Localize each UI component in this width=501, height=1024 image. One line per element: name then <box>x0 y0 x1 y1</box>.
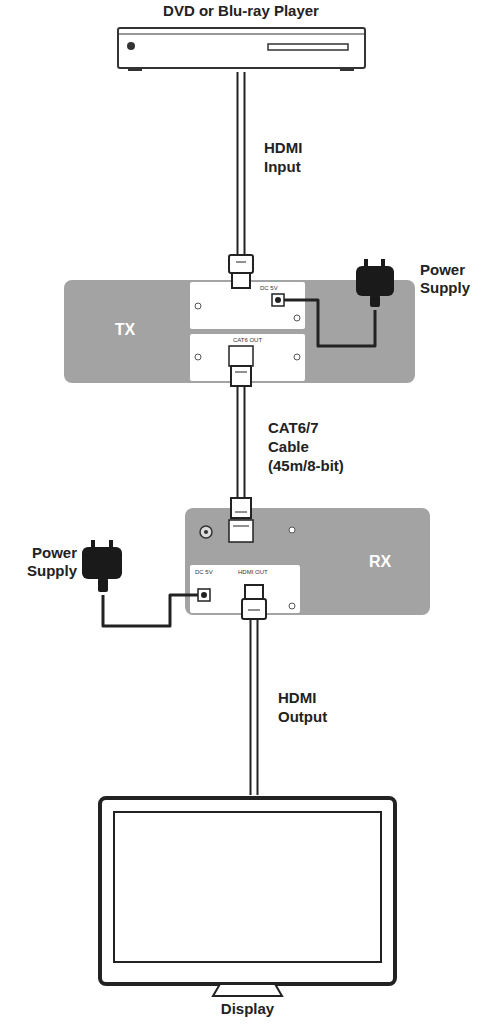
rx-housing <box>185 508 430 615</box>
power-cord <box>305 300 375 346</box>
hdmi-plug <box>229 255 253 288</box>
power-adapter <box>356 259 394 307</box>
port-panel: DC 5V HDMI OUT <box>190 565 300 613</box>
receiver-box: RX DC 5V HDMI OUT <box>185 508 430 615</box>
ir-eye <box>200 526 212 538</box>
dc-jack <box>190 589 210 601</box>
hdmi-plug <box>242 585 266 619</box>
port-name: HDMI OUT <box>238 569 283 576</box>
cable-stroke <box>252 613 257 795</box>
port-name: CAT6 OUT <box>210 337 285 344</box>
cable-label: HDMI Input <box>262 138 328 176</box>
device-title: DVD or Blu-ray Player <box>110 2 372 20</box>
cable-stroke <box>239 72 244 282</box>
dc-jack <box>272 294 305 306</box>
power-adapter <box>82 540 122 592</box>
player-node: DVD or Blu-ray Player <box>110 2 372 72</box>
signal-cable <box>254 613 255 795</box>
signal-cable <box>241 72 242 282</box>
unit-name: RX <box>355 552 405 571</box>
display-node: Display <box>95 795 400 1022</box>
power-cord <box>103 595 190 626</box>
cable-stroke <box>305 300 375 346</box>
port-name: DC 5V <box>260 285 302 292</box>
port-panel: DC 5V <box>190 282 305 329</box>
tx-housing <box>64 280 415 383</box>
dvd-player <box>118 28 365 71</box>
cable-stroke <box>237 72 246 282</box>
cable-stroke <box>237 381 246 508</box>
power-supply-label: Power Supply <box>420 261 484 297</box>
transmitter-box: TX DC 5V CAT6 OUT <box>64 280 415 383</box>
power-supply-node: Power Supply <box>3 536 135 595</box>
cable-stroke <box>239 381 244 508</box>
unit-name: TX <box>100 320 150 339</box>
cable-stroke <box>250 613 259 795</box>
power-supply-label: Power Supply <box>5 544 77 580</box>
cable-stroke <box>103 595 190 626</box>
signal-cable <box>241 381 242 508</box>
display-monitor <box>100 798 395 996</box>
power-supply-node: Power Supply <box>350 256 486 310</box>
port-name: DC 5V <box>195 569 225 576</box>
rj45-jack <box>229 346 253 386</box>
cable-label: HDMI Output <box>276 688 344 726</box>
cable-label: CAT6/7 Cable (45m/8-bit) <box>266 418 362 475</box>
device-title: Display <box>95 1000 400 1018</box>
port-panel: CAT6 OUT <box>190 334 305 381</box>
rj45-jack <box>229 498 253 542</box>
